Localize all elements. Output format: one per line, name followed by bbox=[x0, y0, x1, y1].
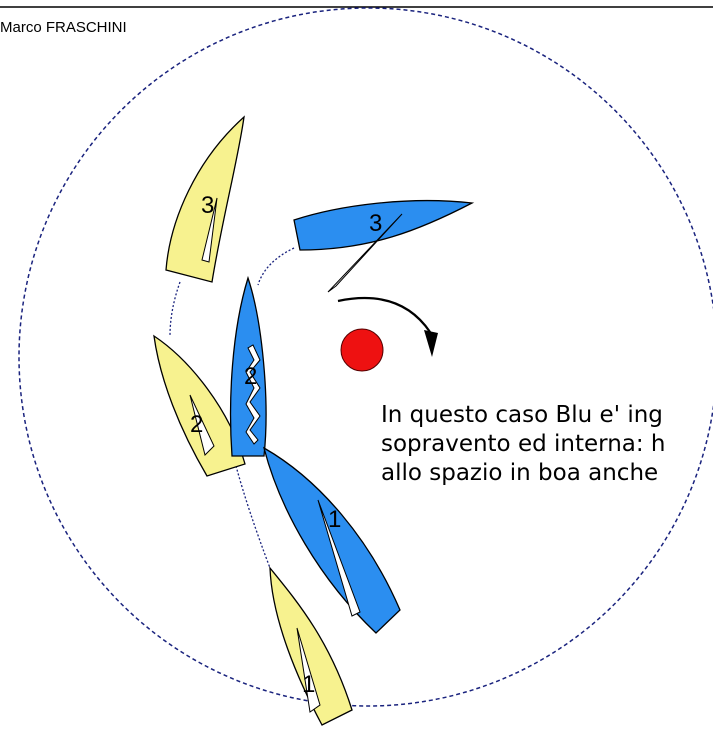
yellow-boat-label: 3 bbox=[201, 192, 214, 219]
yellow-boat-2: 2 bbox=[153, 334, 246, 477]
rounding-direction-arrow bbox=[337, 297, 438, 357]
caption-line: allo spazio in boa anche bbox=[381, 460, 659, 486]
caption-line: sopravento ed interna: h bbox=[381, 431, 666, 457]
blue-boat-3: 3 bbox=[293, 199, 475, 293]
zone-circle bbox=[18, 7, 713, 707]
author-credit: Marco FRASCHINI bbox=[0, 19, 127, 36]
yellow-boat-label: 2 bbox=[190, 411, 203, 438]
yellow-track bbox=[169, 281, 181, 337]
blue-track bbox=[257, 247, 295, 286]
blue-boat-1: 1 bbox=[262, 446, 401, 634]
yellow-boat-1: 1 bbox=[269, 566, 353, 726]
yellow-boat-3: 3 bbox=[165, 115, 245, 283]
caption-line: In questo caso Blu e' ing bbox=[381, 402, 663, 428]
blue-boat-label: 2 bbox=[244, 363, 257, 390]
yellow-track bbox=[235, 465, 271, 569]
blue-boat-label: 1 bbox=[328, 506, 341, 533]
red-mark bbox=[340, 328, 384, 372]
yellow-boat-label: 1 bbox=[302, 671, 315, 698]
caption: In questo caso Blu e' ing sopravento ed … bbox=[381, 401, 666, 488]
blue-boat-label: 3 bbox=[369, 210, 382, 237]
blue-boat-2: 2 bbox=[229, 275, 267, 457]
